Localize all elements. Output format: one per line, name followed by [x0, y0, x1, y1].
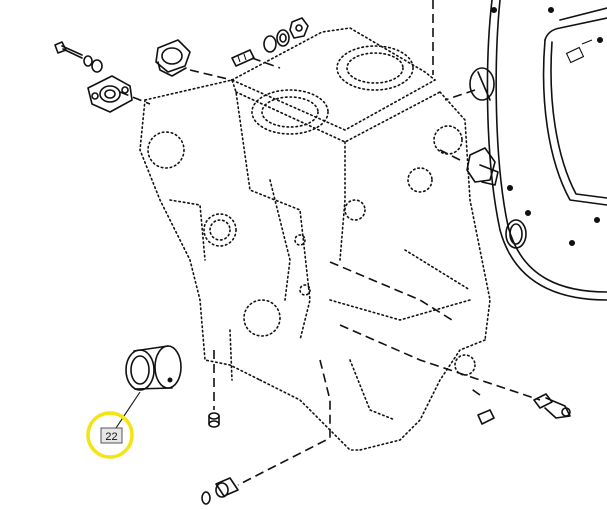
hex-plug — [466, 147, 499, 186]
bolt-with-washers — [54, 41, 103, 73]
gear-case-housing — [486, 0, 607, 301]
bushing — [125, 345, 182, 391]
threaded-plug — [155, 39, 191, 77]
stud-bolt — [231, 49, 255, 67]
small-sleeve — [208, 412, 220, 428]
washers-and-nut — [263, 17, 309, 53]
small-fitting — [477, 409, 495, 425]
callout-highlight-ring — [86, 411, 134, 459]
flange-plate — [87, 75, 133, 113]
assembly-leader-lines — [119, 0, 541, 486]
callout-tag — [100, 427, 123, 444]
sight-plug — [469, 67, 495, 101]
seal-ring — [505, 219, 527, 249]
sensor-fitting — [533, 393, 571, 419]
part-callout-22[interactable]: 22 — [86, 391, 141, 459]
engine-block — [139, 27, 491, 451]
callout-label: 22 — [105, 431, 117, 443]
plug-and-o-ring — [201, 477, 239, 505]
